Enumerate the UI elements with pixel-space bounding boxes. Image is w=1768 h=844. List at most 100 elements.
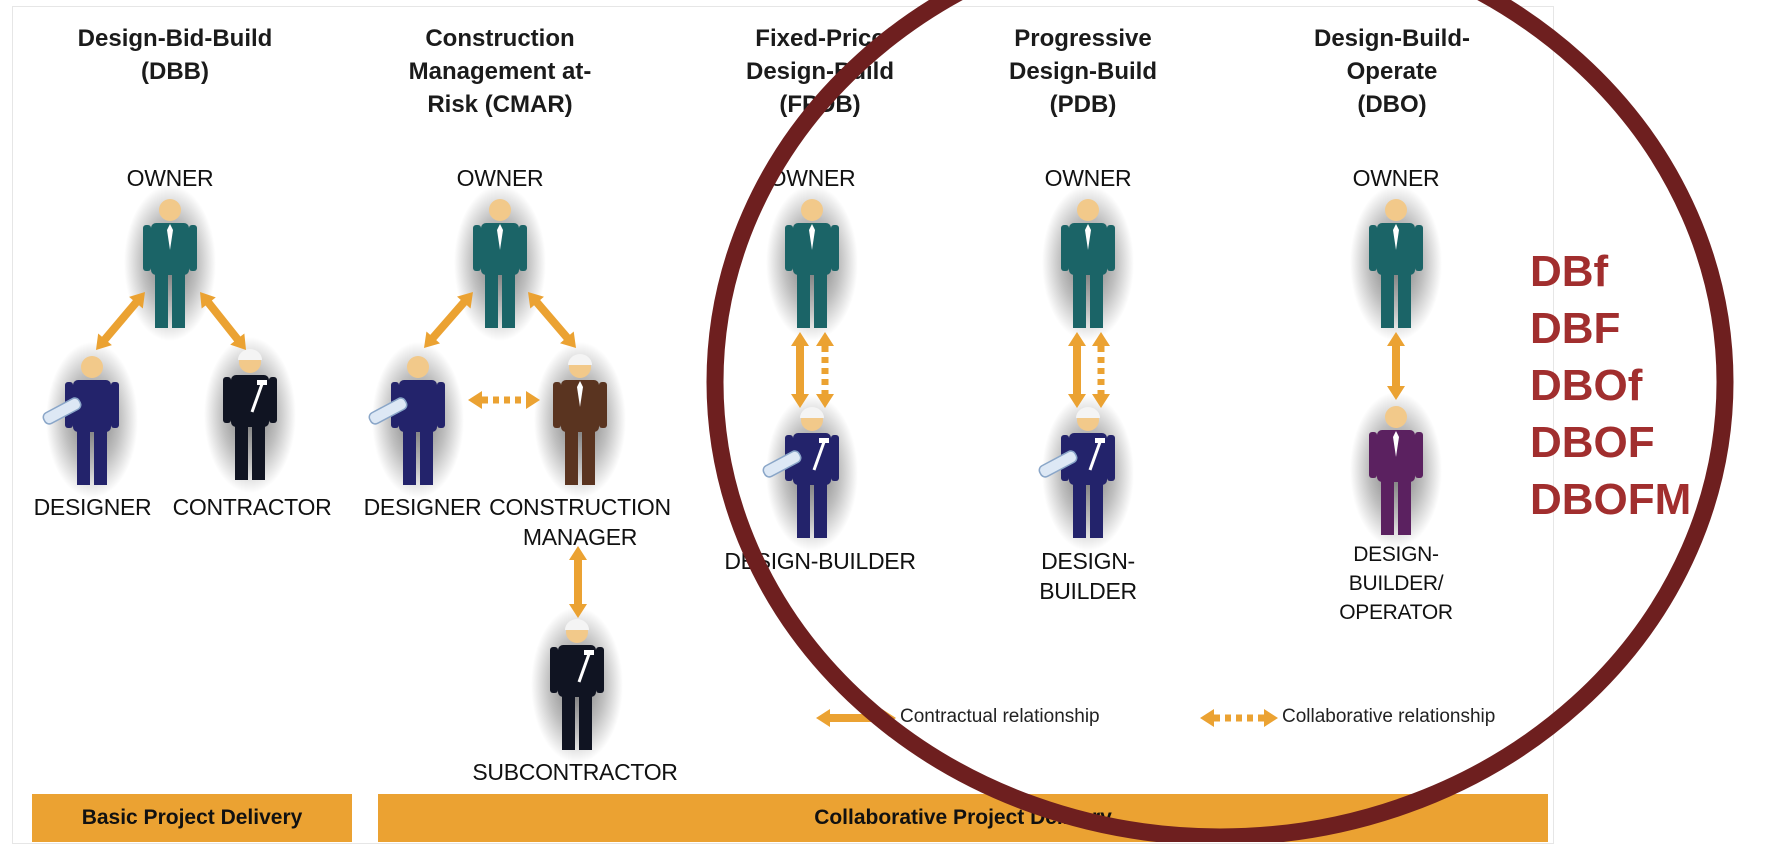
collaborative-delivery-bar: Collaborative Project Delivery — [378, 794, 1548, 842]
left-arm — [1369, 432, 1377, 478]
dbo-owner-figure — [1350, 185, 1442, 341]
left-leg — [1073, 273, 1086, 328]
collaborative-delivery-label: Collaborative Project Delivery — [814, 806, 1112, 829]
cmar-subcontractor-figure — [531, 607, 623, 763]
left-leg — [797, 273, 810, 328]
left-leg — [562, 695, 575, 750]
left-leg — [77, 430, 90, 485]
hard-hat-icon — [238, 349, 262, 360]
hammer-head — [257, 380, 267, 385]
cmar-owner-label: OWNER — [456, 165, 544, 191]
dbb-owner-label: OWNER — [126, 165, 214, 191]
legend-collaborative-arrow — [1200, 709, 1278, 727]
blueprint-roll-icon — [368, 397, 408, 425]
fpdb-contract-arrow — [791, 332, 809, 408]
right-leg — [582, 430, 595, 485]
cmar-owner-designer-arrow — [424, 292, 473, 348]
legend-contractual-label: Contractual relationship — [900, 706, 1100, 727]
left-arm — [1061, 225, 1069, 271]
fpdb-builder-label: DESIGN-BUILDER — [724, 548, 916, 574]
right-leg — [579, 695, 592, 750]
tie-icon — [577, 381, 583, 407]
left-leg — [1073, 483, 1086, 538]
title-dbb: Design-Bid-Build (DBB) — [77, 25, 273, 85]
cmar-designer-label: DESIGNER — [363, 494, 482, 520]
tie-icon — [497, 224, 503, 250]
blueprint-roll-icon — [42, 397, 82, 425]
pdb-builder-figure — [1038, 395, 1134, 551]
legend-collaborative-label: Collaborative relationship — [1282, 706, 1496, 727]
left-leg — [485, 273, 498, 328]
legend-contractual-arrow — [816, 709, 896, 727]
dbb-contractor-figure — [204, 337, 296, 493]
right-arm — [599, 382, 607, 428]
hammer-icon — [250, 383, 264, 413]
basic-delivery-label: Basic Project Delivery — [81, 806, 303, 829]
right-arm — [519, 225, 527, 271]
cmar-manager-subcontractor-arrow — [569, 546, 587, 618]
hard-hat-icon — [568, 354, 592, 365]
right-arm — [189, 225, 197, 271]
right-arm — [1107, 435, 1115, 481]
pdb-owner-figure — [1042, 185, 1134, 341]
left-leg — [797, 483, 810, 538]
tie-icon — [167, 224, 173, 250]
dbb-owner-designer-arrow — [96, 292, 145, 350]
right-arm — [111, 382, 119, 428]
left-arm — [473, 225, 481, 271]
right-leg — [252, 425, 265, 480]
dbb-designer-figure — [42, 342, 138, 498]
head — [1385, 199, 1407, 221]
right-arm — [831, 435, 839, 481]
fpdb-owner-label: OWNER — [768, 165, 856, 191]
hammer-head — [1095, 438, 1105, 443]
right-arm — [1415, 432, 1423, 478]
cmar-manager-figure — [534, 342, 626, 498]
pdb-owner-label: OWNER — [1044, 165, 1132, 191]
right-arm — [269, 377, 277, 423]
left-leg — [1381, 273, 1394, 328]
pdb-contract-arrow — [1068, 332, 1086, 408]
right-leg — [1090, 273, 1103, 328]
torso — [73, 380, 111, 432]
dbo-owner-label: OWNER — [1352, 165, 1440, 191]
right-leg — [502, 273, 515, 328]
basic-delivery-bar: Basic Project Delivery — [32, 794, 352, 842]
left-arm — [550, 647, 558, 693]
left-arm — [143, 225, 151, 271]
hammer-icon — [577, 653, 591, 683]
right-leg — [420, 430, 433, 485]
head — [1385, 406, 1407, 428]
right-leg — [172, 273, 185, 328]
head — [801, 199, 823, 221]
variant-dbof-lower: DBOf — [1530, 361, 1643, 410]
head — [159, 199, 181, 221]
left-leg — [403, 430, 416, 485]
hard-hat-icon — [565, 619, 589, 630]
right-leg — [1398, 273, 1411, 328]
cmar-manager-label: CONSTRUCTION MANAGER — [489, 494, 671, 550]
left-arm — [785, 225, 793, 271]
hammer-head — [819, 438, 829, 443]
variant-dbofm: DBOFM — [1530, 475, 1692, 524]
head — [81, 356, 103, 378]
variant-dbf-lower: DBf — [1530, 247, 1609, 296]
torso — [399, 380, 437, 432]
cmar-owner-manager-arrow — [528, 292, 576, 348]
fpdb-owner-figure — [766, 185, 858, 341]
left-leg — [155, 273, 168, 328]
left-arm — [1369, 225, 1377, 271]
pdb-collab-arrow — [1092, 332, 1110, 408]
hammer-head — [584, 650, 594, 655]
right-leg — [94, 430, 107, 485]
head — [1077, 199, 1099, 221]
variant-dbf: DBF — [1530, 304, 1621, 353]
dbb-contractor-label: CONTRACTOR — [172, 494, 332, 520]
right-leg — [814, 273, 827, 328]
right-leg — [814, 483, 827, 538]
right-arm — [1107, 225, 1115, 271]
cmar-designer-figure — [368, 342, 464, 498]
cmar-subcontractor-label: SUBCONTRACTOR — [472, 759, 678, 785]
